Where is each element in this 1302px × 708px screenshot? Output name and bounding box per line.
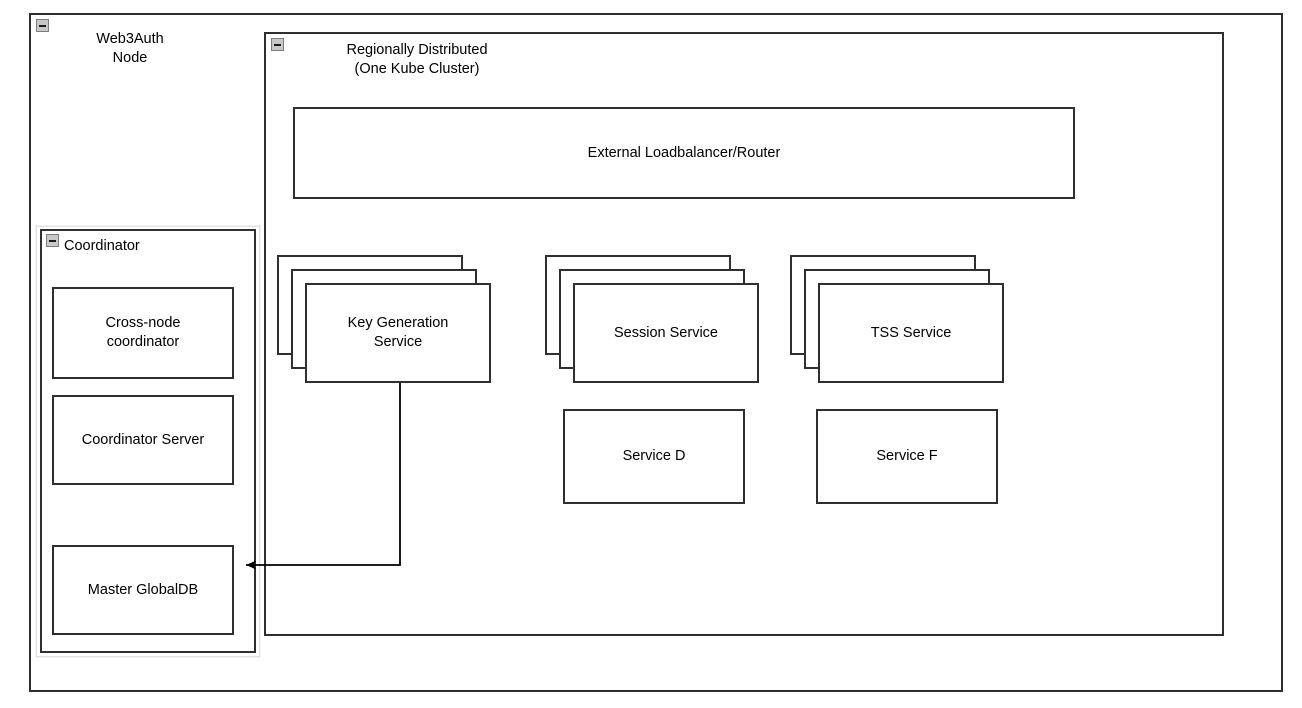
container-label-web3auth-node: Web3Auth Node	[96, 31, 164, 66]
stack-card-front[interactable]: TSS Service	[818, 283, 1004, 383]
container-label-coordinator: Coordinator	[64, 238, 140, 254]
node-service-d[interactable]: Service D	[563, 409, 745, 504]
node-master-globaldb[interactable]: Master GlobalDB	[52, 545, 234, 635]
node-cross-node-coordinator[interactable]: Cross-node coordinator	[52, 287, 234, 379]
container-label-kube-cluster: Regionally Distributed (One Kube Cluster…	[346, 42, 488, 77]
stack-session-service[interactable]: Session Service	[545, 255, 759, 383]
collapse-minus-icon-web3auth-node[interactable]	[36, 19, 49, 32]
node-external-loadbalancer-router[interactable]: External Loadbalancer/Router	[293, 107, 1075, 199]
stack-card-front[interactable]: Session Service	[573, 283, 759, 383]
node-coordinator-server[interactable]: Coordinator Server	[52, 395, 234, 485]
stack-key-generation-service[interactable]: Key Generation Service	[277, 255, 491, 383]
stack-tss-service[interactable]: TSS Service	[790, 255, 1004, 383]
stack-card-front[interactable]: Key Generation Service	[305, 283, 491, 383]
node-service-f[interactable]: Service F	[816, 409, 998, 504]
collapse-minus-icon-coordinator[interactable]	[46, 234, 59, 247]
collapse-minus-icon-kube-cluster[interactable]	[271, 38, 284, 51]
